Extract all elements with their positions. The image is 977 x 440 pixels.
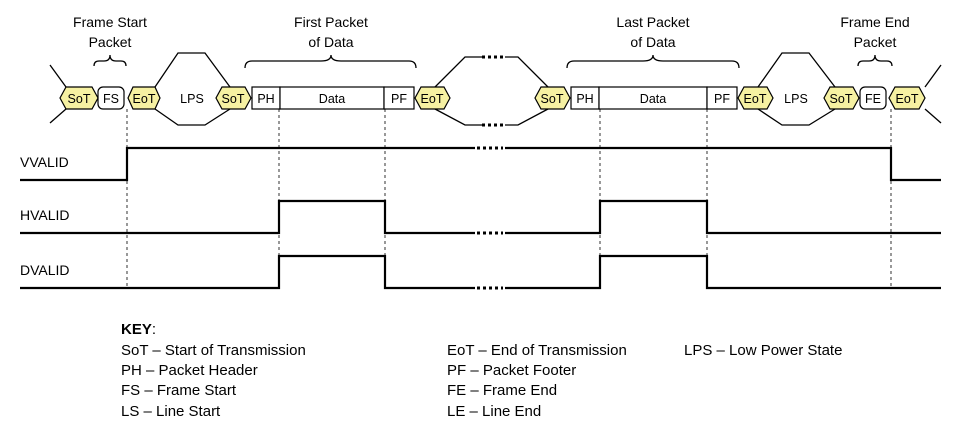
frame-end-label-line2: Packet: [854, 34, 897, 50]
key-heading: KEY:: [121, 321, 156, 338]
lps2-bottom: [757, 108, 836, 126]
pf-label-1: PF: [391, 92, 407, 106]
first-packet-label-line2: of Data: [308, 34, 353, 50]
fs-label: FS: [103, 92, 119, 106]
pf-box-1: [383, 86, 415, 110]
eot-label-4: EoT: [896, 92, 919, 106]
last-packet-brace: [566, 54, 740, 69]
sot-label-2: SoT: [222, 92, 245, 106]
sot-marker-1: [59, 86, 99, 110]
key-pf: PF – Packet Footer: [447, 362, 576, 379]
sot-label-3: SoT: [541, 92, 564, 106]
gap-bottom: [434, 108, 549, 126]
frame-end-brace: [857, 54, 893, 67]
packet-labels: SoT FS EoT LPS SoT PH Data PF EoT SoT PH…: [68, 92, 919, 106]
key-ls: LS – Line Start: [121, 403, 221, 420]
lane-end-lines: [924, 64, 942, 124]
last-packet-label-line1: Last Packet: [616, 14, 689, 30]
key-legend: KEY: SoT – Start of Transmission PH – Pa…: [121, 321, 842, 420]
gap-top: [434, 56, 549, 88]
data-label-1: Data: [319, 92, 345, 106]
lps2-top: [757, 52, 836, 88]
eot-marker-3: [737, 86, 774, 110]
dvalid-label: DVALID: [20, 262, 70, 278]
sot-eot-markers: [59, 86, 926, 110]
key-heading-text: KEY: [121, 321, 152, 338]
first-packet-brace: [244, 54, 417, 69]
eot-marker-4: [888, 86, 926, 110]
hvalid-waveform: [20, 199, 941, 235]
sot-marker-2: [215, 86, 252, 110]
eot-marker-2: [414, 86, 451, 110]
pf-label-2: PF: [714, 92, 730, 106]
lps1-top: [154, 52, 231, 88]
dvalid-waveform: [20, 254, 941, 290]
frame-start-label-line1: Frame Start: [73, 14, 147, 30]
key-lps: LPS – Low Power State: [684, 342, 842, 359]
data-label-2: Data: [640, 92, 666, 106]
key-fs: FS – Frame Start: [121, 382, 237, 399]
eot-label-3: EoT: [744, 92, 767, 106]
vvalid-label: VVALID: [20, 154, 69, 170]
frame-end-label-line1: Frame End: [840, 14, 909, 30]
gap-ellipsis: [482, 55, 505, 127]
key-le: LE – Line End: [447, 403, 541, 420]
ph-label-2: PH: [576, 92, 593, 106]
eot-label-2: EoT: [421, 92, 444, 106]
sot-marker-4: [823, 86, 860, 110]
last-packet-annotation: Last Packet of Data: [566, 14, 740, 69]
pf-box-2: [706, 86, 738, 110]
eot-marker-1: [127, 86, 161, 110]
packet-boxes: [97, 86, 887, 110]
lane-start-lines: [49, 64, 67, 124]
frame-end-annotation: Frame End Packet: [840, 14, 910, 67]
sot-label-1: SoT: [68, 92, 91, 106]
frame-start-annotation: Frame Start Packet: [73, 14, 147, 67]
frame-start-label-line2: Packet: [89, 34, 132, 50]
lane-envelope: [49, 52, 942, 127]
fe-label: FE: [865, 92, 881, 106]
lps-label-1: LPS: [180, 92, 204, 106]
lps1-bottom: [154, 108, 231, 126]
key-sot: SoT – Start of Transmission: [121, 342, 306, 359]
hvalid-label: HVALID: [20, 207, 70, 223]
key-fe: FE – Frame End: [447, 382, 557, 399]
key-eot: EoT – End of Transmission: [447, 342, 627, 359]
frame-start-brace: [93, 54, 127, 67]
timing-guides: [126, 109, 892, 288]
ph-label-1: PH: [257, 92, 274, 106]
last-packet-label-line2: of Data: [630, 34, 675, 50]
fe-box: [859, 86, 887, 110]
eot-label-1: EoT: [133, 92, 156, 106]
sot-marker-3: [534, 86, 571, 110]
first-packet-label-line1: First Packet: [294, 14, 368, 30]
key-heading-colon: :: [152, 321, 156, 338]
lps-label-2: LPS: [784, 92, 808, 106]
vvalid-waveform: [20, 146, 941, 182]
sot-label-4: SoT: [830, 92, 853, 106]
first-packet-annotation: First Packet of Data: [244, 14, 417, 69]
key-ph: PH – Packet Header: [121, 362, 258, 379]
